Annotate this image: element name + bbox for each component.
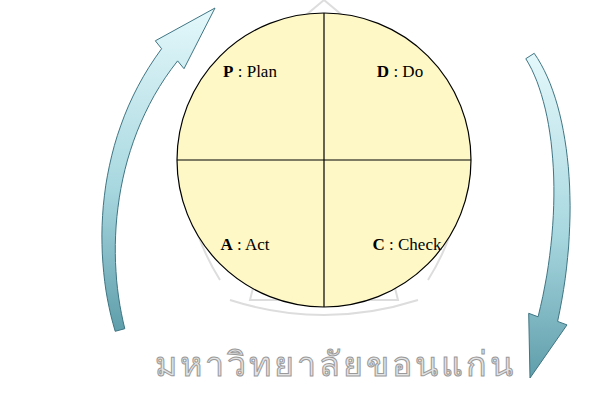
- step-label: A : Act: [220, 235, 269, 255]
- quadrant-label: C : Check: [373, 235, 442, 255]
- watermark-label: มหาวิทยาลัยขอนแก่น: [155, 344, 516, 384]
- step-label: D : Do: [377, 62, 423, 82]
- cycle-arrow: [526, 53, 570, 378]
- pdca-quadrant: D : Do: [324, 8, 530, 160]
- quadrant-label: P : Plan: [223, 62, 277, 82]
- pdca-cycle: P : Plan D : Do A : Act C : Check: [120, 8, 530, 390]
- quadrant-label: D : Do: [377, 62, 423, 82]
- step-label: C : Check: [373, 235, 442, 255]
- pdca-circle: [120, 8, 530, 390]
- step-label: P : Plan: [223, 62, 277, 82]
- watermark-text: มหาวิทยาลัยขอนแก่น: [155, 337, 516, 391]
- pdca-quadrant: P : Plan: [120, 8, 324, 160]
- quadrant-label: A : Act: [220, 235, 269, 255]
